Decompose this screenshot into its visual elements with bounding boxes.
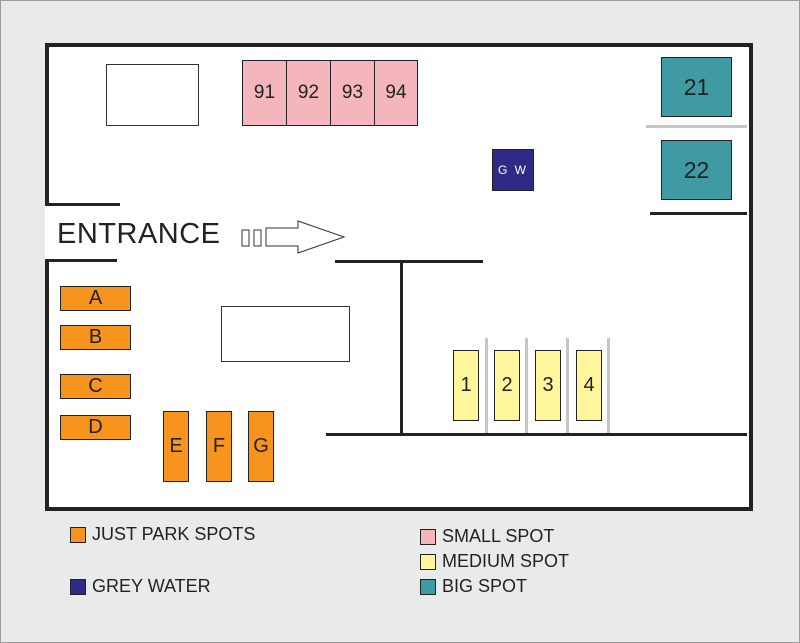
legend-swatch-big (420, 578, 436, 595)
medium-separator-1 (485, 338, 488, 433)
just-park-spot-c[interactable]: C (60, 374, 131, 399)
medium-separator-4 (607, 338, 610, 433)
building-box-top (106, 64, 199, 126)
legend-swatch-medium (420, 553, 436, 570)
divider-wall-horizontal (335, 260, 483, 263)
legend-big: BIG SPOT (420, 576, 527, 597)
building-box-middle (221, 306, 350, 362)
just-park-spot-b[interactable]: B (60, 325, 131, 350)
legend-label-small: SMALL SPOT (442, 526, 555, 546)
entrance-arrow-icon (241, 220, 346, 254)
legend-label-grey-water: GREY WATER (92, 576, 211, 596)
small-spot-92[interactable]: 92 (286, 60, 331, 126)
medium-spot-1[interactable]: 1 (453, 350, 479, 421)
entrance-wall-bottom (45, 259, 117, 262)
just-park-spot-a[interactable]: A (60, 286, 131, 311)
legend-swatch-just-park (70, 526, 86, 543)
just-park-spot-e[interactable]: E (163, 411, 189, 482)
small-spot-94[interactable]: 94 (374, 60, 418, 126)
entrance-wall-top (45, 203, 120, 206)
medium-spot-4[interactable]: 4 (576, 350, 602, 421)
legend-small: SMALL SPOT (420, 526, 554, 547)
big-spot-21[interactable]: 21 (661, 57, 732, 117)
legend-label-big: BIG SPOT (442, 576, 528, 596)
divider-wall-vertical (400, 260, 403, 435)
small-spot-93[interactable]: 93 (330, 60, 375, 126)
just-park-spot-f[interactable]: F (206, 411, 232, 482)
medium-spot-3[interactable]: 3 (535, 350, 561, 421)
entrance-gap (45, 206, 50, 259)
medium-spot-2[interactable]: 2 (494, 350, 520, 421)
big-spot-22[interactable]: 22 (661, 140, 732, 200)
just-park-spot-d[interactable]: D (60, 415, 131, 440)
legend-just-park: JUST PARK SPOTS (70, 524, 255, 545)
entrance-label: ENTRANCE (57, 218, 221, 250)
big-spot-wall (650, 212, 747, 215)
small-spot-91[interactable]: 91 (242, 60, 287, 126)
legend-swatch-small (420, 528, 436, 545)
legend-label-just-park: JUST PARK SPOTS (92, 524, 256, 544)
medium-separator-3 (566, 338, 569, 433)
legend-grey-water: GREY WATER (70, 576, 211, 597)
big-spot-separator (646, 125, 747, 128)
bottom-row-wall (326, 433, 747, 436)
legend-swatch-grey-water (70, 578, 86, 595)
legend-medium: MEDIUM SPOT (420, 551, 569, 572)
legend-label-medium: MEDIUM SPOT (442, 551, 570, 571)
just-park-spot-g[interactable]: G (248, 411, 274, 482)
grey-water-station[interactable]: G W (492, 149, 534, 191)
medium-separator-2 (525, 338, 528, 433)
